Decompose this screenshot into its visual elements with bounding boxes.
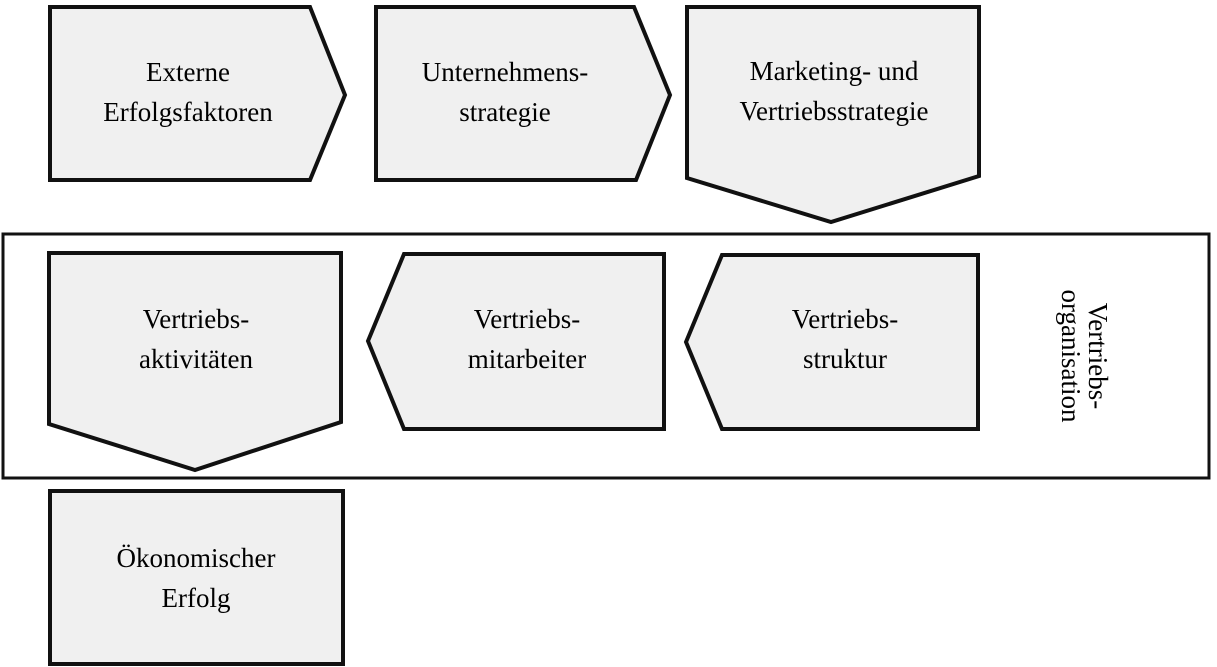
node-marketing-und-vertriebsstrategie[interactable]: Marketing- und Vertriebsstrategie: [685, 5, 981, 225]
node-label-line2: Erfolg: [162, 583, 231, 613]
node-shape-rectangle: [48, 489, 345, 666]
node-label-line2: Erfolgsfaktoren: [103, 97, 273, 127]
node-label-line1: Marketing- und: [750, 56, 919, 86]
node-label-line1: Ökonomischer: [117, 543, 276, 573]
vertriebsorganisation-container: [1, 232, 1211, 480]
node-shape-chevron-left: [365, 252, 666, 431]
vertriebsorganisation-label: Vertriebs- organisation: [1056, 290, 1113, 423]
node-vertriebsmitarbeiter[interactable]: Vertriebs- mitarbeiter: [365, 252, 666, 431]
node-vertriebsaktivitaeten[interactable]: Vertriebs- aktivitäten: [47, 251, 343, 473]
node-label-line1: Externe: [146, 57, 230, 87]
node-shape-chevron-right: [374, 5, 673, 182]
node-shape-chevron-down: [47, 251, 343, 473]
node-label-line2: struktur: [803, 344, 887, 374]
node-label-line1: Vertriebs-: [792, 304, 898, 334]
node-externe-erfolgsfaktoren[interactable]: Externe Erfolgsfaktoren: [48, 5, 348, 182]
node-label-line2: mitarbeiter: [468, 344, 586, 374]
node-label-line2: strategie: [459, 97, 550, 127]
node-label-line2: aktivitäten: [139, 344, 253, 374]
node-label-line1: Unternehmens-: [422, 57, 588, 87]
node-oekonomischer-erfolg[interactable]: Ökonomischer Erfolg: [48, 489, 345, 666]
node-shape-chevron-down: [685, 5, 981, 225]
node-label-line1: Vertriebs-: [143, 304, 249, 334]
node-label-line1: Vertriebs-: [474, 304, 580, 334]
node-vertriebsstruktur[interactable]: Vertriebs- struktur: [683, 253, 980, 431]
node-shape-chevron-right: [48, 5, 348, 182]
node-shape-chevron-left: [683, 253, 980, 431]
node-unternehmensstrategie[interactable]: Unternehmens- strategie: [374, 5, 673, 182]
container-label-line1: Vertriebs-: [1083, 303, 1113, 409]
container-label-line2: organisation: [1056, 290, 1086, 423]
node-label-line2: Vertriebsstrategie: [740, 96, 929, 126]
